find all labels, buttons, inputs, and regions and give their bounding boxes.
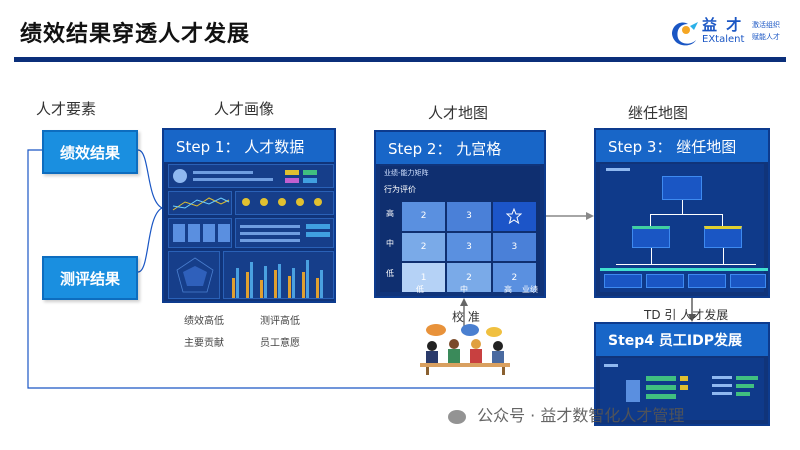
- col-label: 低: [416, 285, 424, 294]
- row-label: 高: [386, 209, 394, 218]
- org-node-leaf[interactable]: [688, 274, 726, 288]
- wechat-watermark: 公众号 · 益才数智化人才管理: [448, 402, 684, 426]
- grid-cell[interactable]: 3: [447, 232, 491, 262]
- grid-cell[interactable]: 2: [447, 263, 491, 292]
- y-axis-label: 行为评价: [384, 185, 416, 194]
- calibration-meeting-illustration: [420, 324, 510, 375]
- caption-performance-level: 绩效高低: [184, 316, 224, 327]
- section-label-map: 人才地图: [428, 104, 489, 122]
- step4-title: Step4 员工IDP发展: [596, 324, 768, 356]
- grid-cell[interactable]: 2: [402, 202, 446, 231]
- step1-title: Step 1： 人才数据: [164, 130, 334, 162]
- metric-table: [235, 218, 334, 248]
- succession-org-chart: [600, 164, 768, 292]
- td-development-label: TD 引 人才发展: [644, 308, 729, 322]
- caption-employee-willingness: 员工意愿: [260, 338, 300, 349]
- grid-cell[interactable]: 3: [447, 202, 491, 231]
- bar-chart: [223, 251, 334, 299]
- brand-logo: 益 才 EXtalent 激活组织 赋能人才: [668, 14, 788, 52]
- calibration-label: 校 准: [452, 310, 480, 324]
- org-node-leaf[interactable]: [646, 274, 684, 288]
- section-label-succession: 继任地图: [628, 104, 689, 122]
- grid-cell[interactable]: 1: [402, 263, 446, 292]
- logo-tagline: 激活组织: [752, 21, 780, 29]
- caption-assessment-level: 测评高低: [260, 316, 300, 327]
- org-node-leaf[interactable]: [730, 274, 766, 288]
- org-node-right[interactable]: [704, 226, 742, 248]
- col-label: 高: [504, 285, 512, 294]
- trend-chart: [168, 191, 232, 215]
- assessment-result-button[interactable]: 测评结果: [42, 256, 138, 300]
- competency-dots: [235, 191, 334, 215]
- talent-data-dashboard: [168, 164, 334, 299]
- nine-box-grid-view: 业绩-能力矩阵 行为评价 高 中 低 2 3 2 3 3 1 2 2 低 中 高…: [380, 166, 540, 294]
- grid-cell[interactable]: 2: [492, 263, 536, 292]
- logo-mark-icon: [672, 22, 698, 46]
- page-title: 绩效结果穿透人才发展: [20, 22, 251, 47]
- org-node-left[interactable]: [632, 226, 670, 248]
- idp-dashboard: [600, 358, 764, 420]
- logo-name-cn: 益 才: [702, 16, 744, 34]
- step1-panel[interactable]: Step 1： 人才数据: [162, 128, 336, 303]
- profile-strip: [168, 164, 334, 188]
- avatar: [173, 169, 187, 183]
- score-cards: [168, 218, 232, 248]
- wechat-icon: [448, 409, 466, 424]
- grid-cell[interactable]: 3: [492, 232, 536, 262]
- star-icon: [506, 208, 523, 225]
- logo-tagline: 赋能人才: [752, 33, 780, 41]
- logo-name-en: EXtalent: [702, 34, 745, 45]
- nine-box-grid: 2 3 2 3 3 1 2 2: [402, 202, 536, 292]
- step2-title: Step 2： 九宫格: [376, 132, 544, 164]
- row-label: 中: [386, 239, 394, 248]
- step3-panel[interactable]: Step 3： 继任地图: [594, 128, 770, 298]
- x-axis-label: 业绩: [522, 285, 538, 294]
- org-node-top[interactable]: [662, 176, 702, 200]
- step2-panel[interactable]: Step 2： 九宫格 业绩-能力矩阵 行为评价 高 中 低 2 3 2 3 3…: [374, 130, 546, 298]
- org-node-leaf[interactable]: [604, 274, 642, 288]
- row-label: 低: [386, 269, 394, 278]
- section-label-portrait: 人才画像: [214, 100, 275, 118]
- watermark-text: 公众号 · 益才数智化人才管理: [477, 406, 685, 425]
- header-divider: [14, 57, 786, 62]
- caption-main-contribution: 主要贡献: [184, 338, 224, 349]
- radar-chart: [168, 251, 220, 299]
- step3-title: Step 3： 继任地图: [596, 130, 768, 162]
- section-label-elements: 人才要素: [36, 100, 97, 118]
- col-label: 中: [460, 285, 468, 294]
- step4-panel[interactable]: Step4 员工IDP发展: [594, 322, 770, 426]
- grid-cell-star[interactable]: [492, 202, 536, 231]
- matrix-subtitle: 业绩-能力矩阵: [384, 169, 429, 177]
- performance-result-button[interactable]: 绩效结果: [42, 130, 138, 174]
- grid-cell[interactable]: 2: [402, 232, 446, 262]
